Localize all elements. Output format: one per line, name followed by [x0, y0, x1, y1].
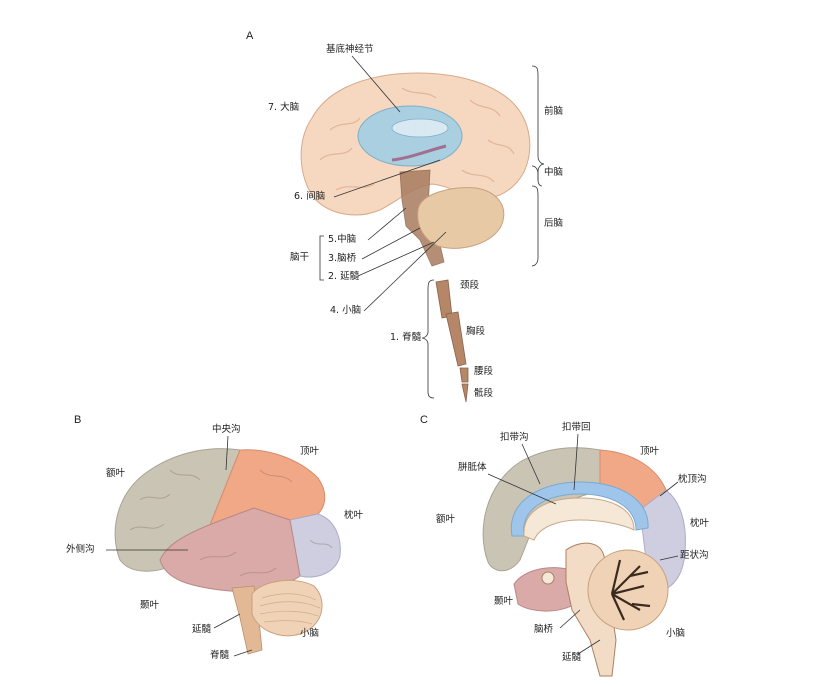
label-cerebellum-b: 小脑 [300, 628, 320, 639]
label-medulla-b: 延髓 [192, 624, 212, 635]
label-pons-c: 脑桥 [534, 624, 554, 635]
label-cerebellum-c: 小脑 [666, 628, 686, 639]
cerebrum-gyri [319, 87, 515, 191]
label-lateral-sulcus: 外侧沟 [66, 544, 95, 555]
spinal-cord-sacral-shape [461, 383, 469, 403]
label-cerebellum: 4. 小脑 [330, 305, 362, 316]
spinal-cord-cervical-shape [435, 279, 453, 319]
label-frontal-b: 额叶 [106, 468, 126, 479]
spinal-cord-lumbar-shape [459, 367, 469, 383]
label-spinal-cord-b: 脊髓 [210, 650, 230, 661]
label-cerebrum: 7. 大脑 [268, 102, 300, 113]
label-parietal-c: 顶叶 [640, 446, 660, 457]
label-calcarine: 距状沟 [680, 550, 709, 561]
label-cingulate-sulcus: 扣带沟 [500, 432, 529, 443]
label-cingulate-gyrus: 扣带回 [562, 422, 591, 433]
label-corpus-callosum: 胼胝体 [458, 462, 487, 473]
label-central-sulcus: 中央沟 [212, 424, 241, 435]
cerebellum-b-folia [259, 593, 321, 625]
panel-c-illustration [482, 447, 686, 677]
thalamus-shape [391, 144, 447, 162]
label-thoracic: 胸段 [466, 326, 486, 337]
label-forebrain: 前脑 [544, 106, 564, 117]
label-pons: 3.脑桥 [328, 253, 357, 264]
label-occipital-c: 枕叶 [690, 518, 710, 529]
panel-b-illustration [114, 448, 341, 655]
label-midbrain: 5.中脑 [328, 234, 357, 245]
label-diencephalon: 6. 间脑 [294, 191, 326, 202]
label-parieto-occipital: 枕顶沟 [678, 474, 707, 485]
label-temporal-c: 颞叶 [494, 596, 514, 607]
occipital-lobe-b [289, 513, 341, 578]
label-cervical: 颈段 [460, 280, 480, 291]
arbor-vitae [610, 559, 651, 621]
cingulate-gyrus-shape [510, 481, 649, 537]
spinal-cord-thoracic-shape [445, 311, 467, 367]
label-lumbar: 腰段 [474, 366, 494, 377]
panel-c-leaders [487, 433, 679, 655]
panel-label-a: A [246, 30, 254, 42]
label-occipital-b: 枕叶 [344, 510, 364, 521]
corpus-callosum-shape [523, 497, 635, 541]
label-temporal-b: 颞叶 [140, 600, 160, 611]
caudate-shape [391, 118, 449, 138]
panel-a-illustration [300, 72, 531, 403]
panel-b-leaders [106, 435, 253, 657]
label-sacral: 骶段 [474, 388, 494, 399]
label-basal-ganglia: 基底神经节 [326, 44, 374, 55]
mammillary-shape [541, 571, 555, 585]
panel-label-c: C [420, 414, 428, 426]
panel-b-gyri [129, 469, 333, 577]
frontal-lobe-b [114, 448, 241, 572]
label-parietal-b: 顶叶 [300, 446, 320, 457]
label-medulla-c: 延髓 [562, 652, 582, 663]
label-frontal-c: 额叶 [436, 514, 456, 525]
panel-label-b: B [74, 414, 82, 426]
panel-a-leaders [319, 55, 545, 399]
cerebellum-shape [417, 187, 505, 249]
label-midbrain-region: 中脑 [544, 167, 564, 178]
label-medulla: 2. 延髓 [328, 271, 360, 282]
label-brainstem: 脑干 [290, 252, 310, 263]
label-hindbrain: 后脑 [544, 218, 564, 229]
label-spinal-cord: 1. 脊髓 [390, 332, 422, 343]
